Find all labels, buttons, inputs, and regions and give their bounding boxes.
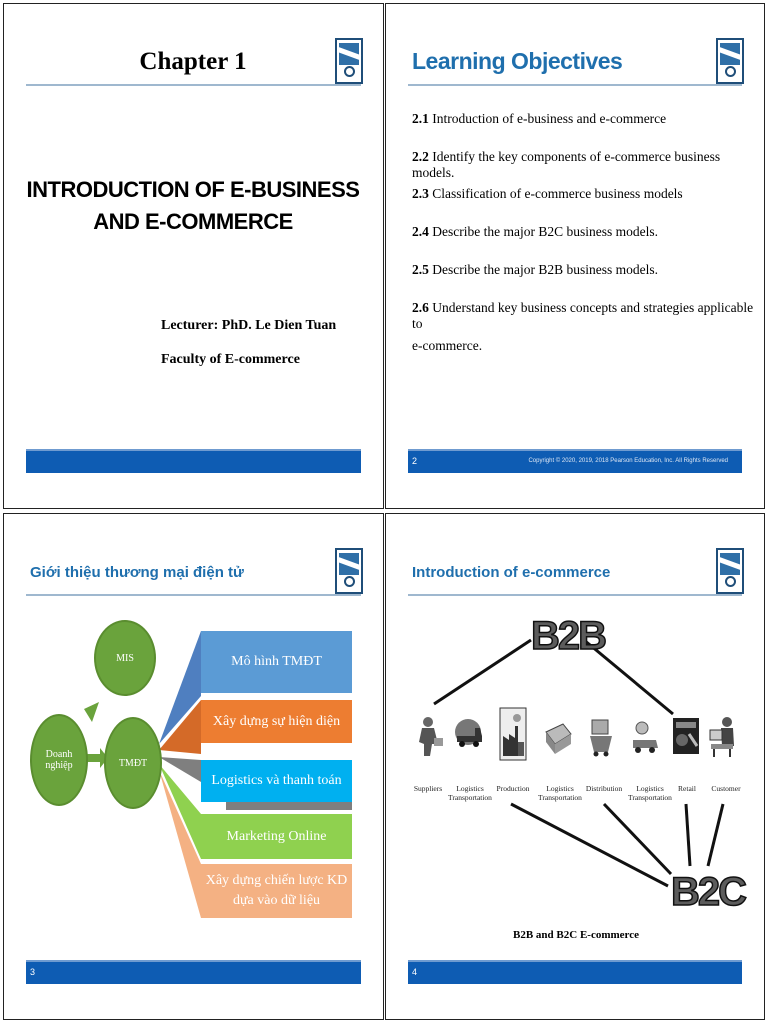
objective-item: 2.3 Classification of e-commerce busines… bbox=[412, 186, 683, 201]
b2b-label: B2B bbox=[530, 613, 608, 659]
box-data-strategy: Xây dựng chiến lược KD dựa vào dữ liệu bbox=[201, 864, 352, 918]
distribution-icon bbox=[590, 719, 612, 757]
title-line-2: AND E-COMMERCE bbox=[93, 209, 293, 234]
arrow-up-icon bbox=[84, 702, 99, 722]
page-number: 4 bbox=[412, 967, 418, 977]
objective-continuation: e-commerce. bbox=[412, 338, 483, 353]
chapter-main-title: INTRODUCTION OF E-BUSINESS AND E-COMMERC… bbox=[4, 174, 382, 238]
title-line-1: INTRODUCTION OF E-BUSINESS bbox=[26, 177, 360, 202]
chain-label-retail: Retail bbox=[678, 784, 696, 793]
slide-footer: 2 Copyright © 2020, 2019, 2018 Pearson E… bbox=[408, 449, 742, 473]
fan-connector-4 bbox=[159, 764, 201, 859]
b2c-line-3 bbox=[684, 803, 692, 867]
slide-2: Learning Objectives 2.1 Introduction of … bbox=[385, 3, 765, 509]
retail-icon bbox=[673, 718, 699, 754]
b2b-line-left bbox=[433, 638, 532, 706]
faculty-name: Faculty of E-commerce bbox=[161, 352, 300, 367]
title-rule bbox=[26, 84, 361, 86]
diagram-caption: B2B and B2C E-commerce bbox=[513, 929, 639, 941]
cargo-icon bbox=[545, 723, 572, 754]
university-logo-icon bbox=[716, 38, 744, 84]
delivery-icon bbox=[633, 721, 658, 753]
chain-label-production: Production bbox=[496, 784, 530, 793]
title-rule bbox=[408, 594, 742, 596]
slide-4: Introduction of e-commerce B2B B2C Suppl… bbox=[385, 513, 765, 1020]
b2b-b2c-lines bbox=[433, 638, 725, 888]
mis-circle: MIS bbox=[94, 620, 156, 696]
slide-heading: Giới thiệu thương mại điện tử bbox=[30, 564, 244, 581]
arrow-right-icon bbox=[86, 748, 108, 768]
page-number: 2 bbox=[412, 456, 418, 466]
slide-1: Chapter 1 INTRODUCTION OF E-BUSINESS AND… bbox=[3, 3, 384, 509]
tmdt-circle: TMĐT bbox=[104, 717, 162, 809]
b2c-line-2 bbox=[602, 802, 673, 876]
doanh-nghiep-circle: Doanh nghiệp bbox=[30, 714, 88, 806]
chapter-title: Chapter 1 bbox=[139, 48, 247, 75]
slide-3: Giới thiệu thương mại điện tử MIS TMĐT D… bbox=[3, 513, 384, 1020]
chain-label-customer: Customer bbox=[711, 784, 741, 793]
title-rule bbox=[26, 594, 361, 596]
lecturer-name: Lecturer: PhD. Le Dien Tuan bbox=[161, 318, 337, 333]
university-logo-icon bbox=[335, 38, 363, 84]
slide-footer: 4 bbox=[408, 960, 742, 984]
slide-footer: 3 bbox=[26, 960, 361, 984]
copyright-text: Copyright © 2020, 2019, 2018 Pearson Edu… bbox=[528, 458, 728, 464]
gray-bar bbox=[226, 802, 352, 810]
university-logo-icon bbox=[716, 548, 744, 594]
slide-heading: Learning Objectives bbox=[412, 48, 623, 74]
box-presence: Xây dựng sự hiện diện bbox=[201, 700, 352, 743]
box-business-model: Mô hình TMĐT bbox=[201, 631, 352, 693]
connector-graphics bbox=[84, 631, 201, 918]
chain-label-distribution: Distribution bbox=[585, 784, 623, 793]
b2c-line-4 bbox=[706, 803, 725, 867]
page-number: 3 bbox=[30, 967, 36, 977]
factory-icon bbox=[499, 707, 527, 761]
slide-footer bbox=[26, 449, 361, 473]
box-marketing: Marketing Online bbox=[201, 814, 352, 859]
fan-connector-5 bbox=[159, 770, 201, 918]
box-logistics: Logistics và thanh toán bbox=[201, 760, 352, 802]
b2c-line-1 bbox=[510, 802, 669, 888]
title-rule bbox=[408, 84, 742, 86]
university-logo-icon bbox=[335, 548, 363, 594]
b2b-line-right bbox=[583, 638, 674, 716]
fan-connector-2 bbox=[159, 700, 201, 754]
slide-heading: Introduction of e-commerce bbox=[412, 564, 611, 581]
objective-item: 2.4 Describe the major B2C business mode… bbox=[412, 224, 658, 239]
fan-connector-1 bbox=[159, 631, 201, 744]
customer-icon bbox=[709, 717, 734, 757]
b2c-label: B2C bbox=[670, 869, 748, 915]
fan-connector-3 bbox=[159, 757, 201, 782]
supplier-icon bbox=[419, 717, 443, 756]
objective-item: 2.1 Introduction of e-business and e-com… bbox=[412, 111, 667, 126]
truck-icon bbox=[455, 719, 482, 747]
objective-item: 2.6 Understand key business concepts and… bbox=[412, 300, 754, 331]
chain-label-suppliers: Suppliers bbox=[413, 784, 443, 793]
objective-item: 2.5 Describe the major B2B business mode… bbox=[412, 262, 658, 277]
objective-item: 2.2 Identify the key components of e-com… bbox=[412, 149, 721, 180]
